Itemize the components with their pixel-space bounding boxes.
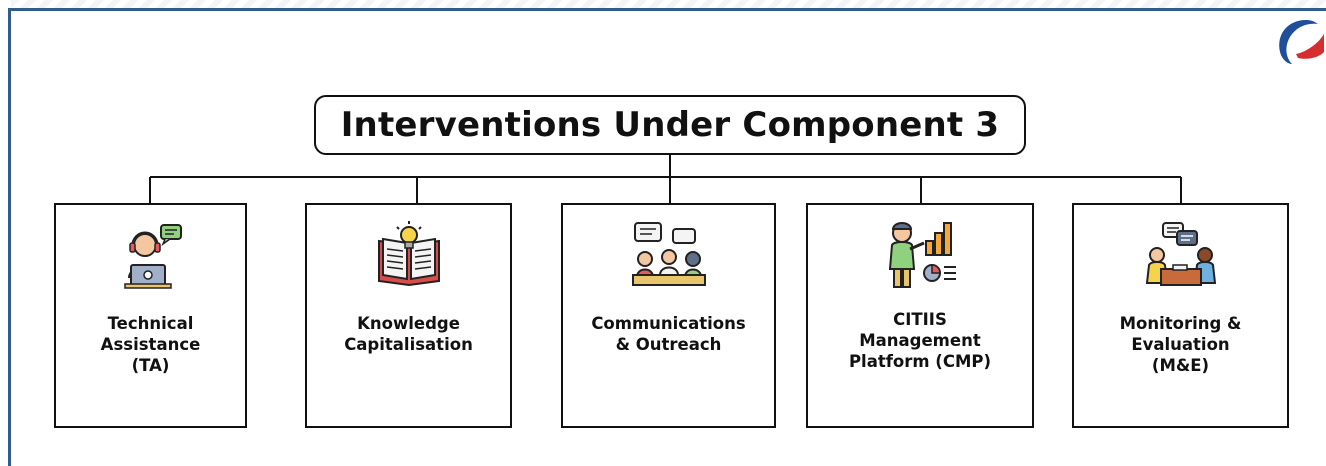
card-technical-assistance: Technical Assistance (TA) (54, 203, 247, 428)
frame-top-border (8, 8, 1326, 11)
card-label: CITIIS Management Platform (CMP) (848, 310, 992, 371)
team-discussion-icon (631, 222, 706, 286)
title-box: Interventions Under Component 3 (314, 95, 1026, 155)
card-monitoring-evaluation: Monitoring & Evaluation (M&E) (1072, 203, 1289, 428)
card-knowledge-capitalisation: Knowledge Capitalisation (305, 203, 512, 428)
card-label: Technical Assistance (TA) (100, 314, 201, 375)
diagram-title: Interventions Under Component 3 (340, 105, 1000, 145)
frame-left-border (8, 8, 11, 466)
book-lightbulb-icon (377, 221, 440, 287)
headset-support-icon (123, 224, 182, 289)
card-label: Monitoring & Evaluation (M&E) (1119, 314, 1242, 375)
meeting-chat-icon (1145, 222, 1216, 286)
card-citiis-management-platform: CITIIS Management Platform (CMP) (806, 203, 1034, 428)
presenter-chart-icon (888, 222, 956, 288)
brand-logo-icon (1279, 20, 1324, 64)
card-label: Communications & Outreach (591, 314, 746, 354)
top-pattern (11, 0, 1326, 8)
card-communications-outreach: Communications & Outreach (561, 203, 776, 428)
card-label: Knowledge Capitalisation (344, 314, 473, 354)
